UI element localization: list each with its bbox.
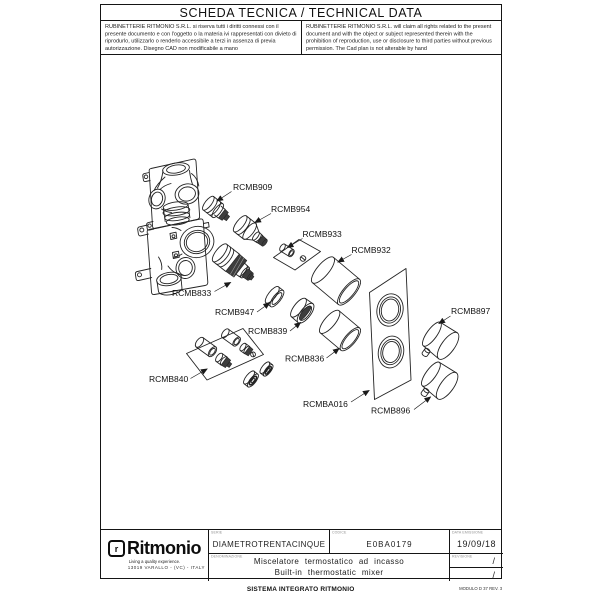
serie-label: SERIE (211, 531, 223, 535)
logo-address: 13019 VARALLO - (VC) - ITALY (127, 565, 206, 570)
page-title: SCHEDA TECNICA / TECHNICAL DATA (179, 5, 423, 20)
ritmonio-logo-icon: r (108, 540, 125, 557)
denominazione-english: Built-in thermostatic mixer (274, 568, 384, 577)
sheet-frame: SCHEDA TECNICA / TECHNICAL DATA RUBINETT… (100, 4, 503, 581)
logo-tagline: Living a quality experience. (128, 559, 181, 564)
disclaimer-row: RUBINETTERIE RITMONIO S.R.L. si riserva … (101, 21, 501, 55)
serie-cell: SERIE DIAMETROTRENTACINQUE (209, 530, 329, 554)
footer-center: SISTEMA INTEGRATO RITMONIO (247, 585, 355, 593)
footer-module-ref: MODULO D 37 REV. 3 (458, 586, 502, 591)
disclaimer-italian: RUBINETTERIE RITMONIO S.R.L. si riserva … (105, 23, 297, 52)
header-band: SCHEDA TECNICA / TECHNICAL DATA (101, 5, 501, 21)
revisione-value-1: / (492, 556, 495, 566)
revisione-cell-1: REVISIONE / (449, 554, 503, 568)
title-block: r Ritmonio Living a quality experience. … (101, 529, 503, 581)
codice-cell: CODICE E0BA0179 (329, 530, 449, 554)
denominazione-italian: Miscelatore termostatico ad incasso (253, 557, 405, 566)
codice-label: CODICE (332, 531, 347, 535)
revisione-cell-2: / (449, 567, 503, 581)
serie-value: DIAMETROTRENTACINQUE (212, 540, 326, 549)
denominazione-cell: DENOMINAZIONE Miscelatore termostatico a… (209, 554, 449, 581)
ritmonio-logo: r Ritmonio Living a quality experience. … (101, 530, 209, 581)
denominazione-label: DENOMINAZIONE (211, 555, 243, 559)
data-emissione-label: DATA EMISSIONE (452, 531, 484, 535)
codice-value: E0BA0179 (366, 540, 413, 549)
data-emissione-cell: DATA EMISSIONE 19/09/18 (449, 530, 503, 554)
data-emissione-value: 19/09/18 (456, 539, 497, 549)
logo-name: Ritmonio (127, 538, 202, 558)
disclaimer-english: RUBINETTERIE RITMONIO S.R.L. will claim … (301, 21, 501, 54)
revisione-value-2: / (492, 569, 495, 580)
revisione-label: REVISIONE (452, 555, 473, 559)
